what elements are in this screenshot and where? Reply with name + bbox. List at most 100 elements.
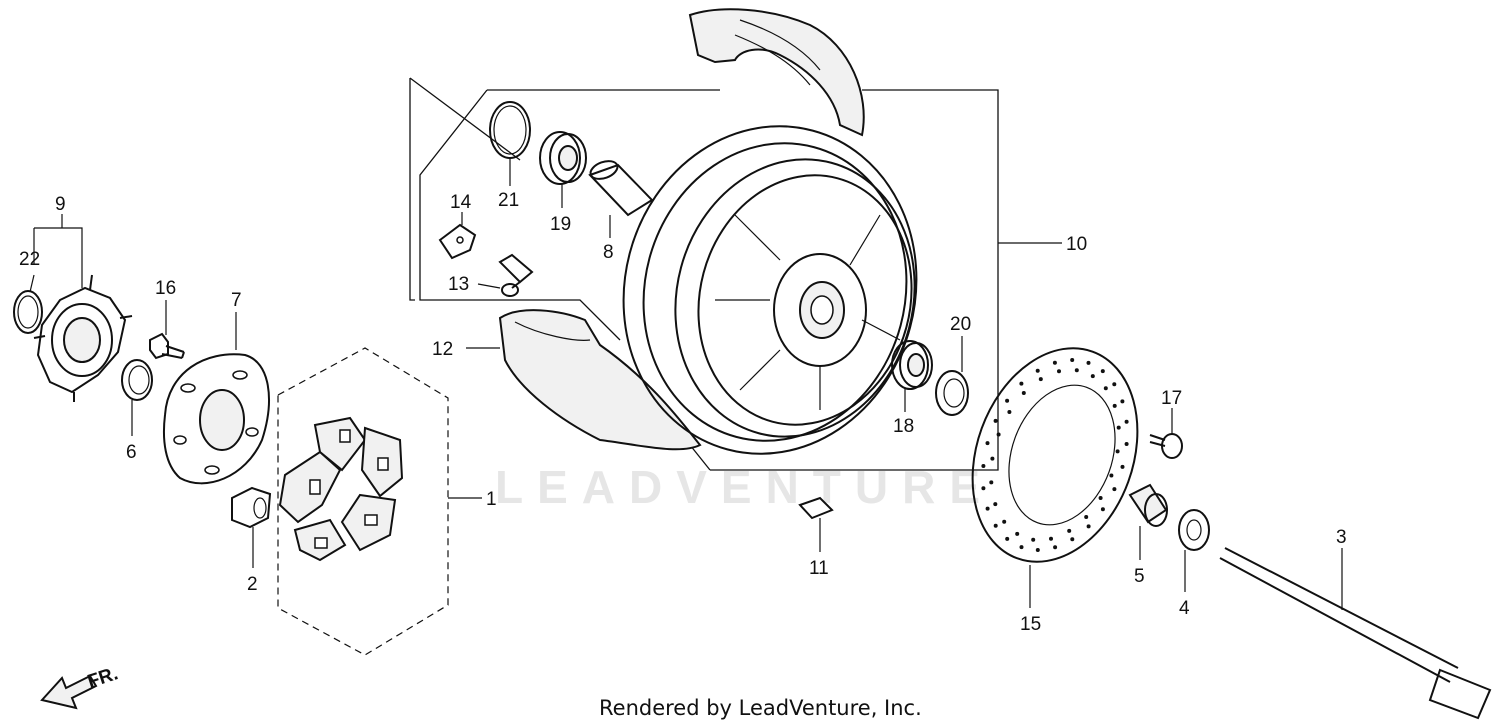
footer-credit: Rendered by LeadVenture, Inc. [599,696,922,720]
brake-disc-hole [993,523,998,528]
callout-9: 9 [55,194,66,215]
tire[interactable] [688,8,865,137]
front-direction-arrow: FR. [40,663,121,710]
part-20-oil-seal[interactable] [935,370,969,416]
brake-disc-hole [1007,410,1012,414]
brake-disc-hole [1015,531,1020,536]
brake-disc-hole [1038,377,1043,382]
watermark: LEADVENTURE [495,461,994,513]
part-1-damper-rubbers[interactable] [278,416,404,562]
brake-disc-holes [981,358,1129,552]
part-4-washer[interactable] [1178,509,1210,551]
brake-disc-hole [1109,473,1114,478]
part-14-clip[interactable] [438,223,477,260]
brake-disc-hole [1019,381,1024,386]
brake-disc-hole [1100,507,1105,512]
brake-disc-hole [1067,528,1072,533]
brake-disc-hole [981,486,986,491]
part-9-final-driven-flange[interactable] [13,274,133,402]
brake-disc-hole [1086,360,1091,365]
part-17-bolt[interactable] [1149,433,1183,459]
brake-disc-hole [1124,442,1129,446]
brake-disc-hole [993,418,998,423]
callout-15: 15 [1020,614,1041,635]
callout-12: 12 [432,339,453,360]
brake-disc-hole [1124,419,1129,424]
brake-disc-hole [1053,545,1058,550]
brake-disc-hole [1120,464,1125,469]
callout-17: 17 [1161,388,1182,409]
brake-disc-hole [1002,519,1007,524]
part-21-o-ring[interactable] [489,101,531,159]
part-18-bearing[interactable] [891,340,933,390]
brake-disc-hole [993,502,998,507]
brake-disc-hole [985,441,990,446]
brake-disc-hole [985,506,990,511]
callout-1: 1 [486,489,497,510]
brake-disc-hole [1116,425,1121,430]
brake-disc-hole [989,480,994,485]
brake-disc-hole [981,464,986,468]
part-11-clip[interactable] [798,496,834,520]
callout-7: 7 [231,290,242,311]
callout-6: 6 [126,442,137,463]
brake-disc-hole [1100,369,1105,374]
brake-disc-hole [1005,398,1010,403]
brake-disc-hole [1084,515,1089,519]
part-8-distance-collar[interactable] [588,158,654,217]
brake-disc-hole [990,456,995,461]
callout-21: 21 [498,190,519,211]
part-10-wheel[interactable] [587,93,953,487]
callout-22: 22 [19,249,40,270]
brake-disc-hole [1112,487,1117,492]
brake-disc-hole [1035,368,1040,373]
part-16-bolt[interactable] [149,332,185,360]
brake-disc-hole [1052,360,1057,365]
brake-disc-hole [996,432,1001,437]
part-3-axle[interactable] [1219,547,1492,720]
brake-disc-hole [1057,369,1061,374]
svg-text:FR.: FR. [85,663,121,692]
brake-disc-hole [1115,449,1120,454]
brake-disc-hole [1070,358,1075,362]
brake-disc-hole [1031,537,1036,542]
brake-disc-hole [1035,548,1040,552]
callout-11: 11 [809,558,829,579]
part-6-oil-seal[interactable] [121,359,153,401]
part-13-valve[interactable] [498,253,534,297]
brake-disc-hole [1019,545,1024,550]
assembly-frame-lines [277,77,1062,656]
brake-disc-hole [1049,536,1053,541]
brake-disc-hole [1090,374,1095,379]
leader-lines [29,158,1343,610]
callout-labels: 9 22 16 7 6 2 1 21 19 8 14 13 12 10 20 1… [19,190,1347,635]
brake-disc-hole [1098,496,1103,500]
callout-13: 13 [448,274,469,295]
callout-10: 10 [1066,234,1087,255]
part-19-bearing[interactable] [539,131,587,185]
part-12-tube[interactable] [498,309,702,451]
part-5-collar[interactable] [1128,483,1168,527]
callout-3: 3 [1336,527,1347,548]
callout-18: 18 [893,416,914,437]
callout-8: 8 [603,242,614,263]
callout-4: 4 [1179,598,1190,619]
brake-disc-hole [1070,537,1075,542]
callout-2: 2 [247,574,258,595]
callout-16: 16 [155,278,176,299]
part-7-plate[interactable] [162,353,270,485]
callout-5: 5 [1134,566,1145,587]
brake-disc-hole [1005,536,1010,541]
brake-disc-hole [1086,524,1091,529]
brake-disc-hole [1021,391,1026,395]
brake-disc-hole [1074,368,1079,373]
callout-20: 20 [950,314,971,335]
brake-disc-hole [1112,382,1117,387]
part-2-collar[interactable] [231,486,272,529]
callout-14: 14 [450,192,472,213]
callout-19: 19 [550,214,571,235]
part-15-brake-disc[interactable] [944,325,1166,585]
brake-disc-hole [1112,403,1117,408]
brake-disc-hole [1120,399,1125,404]
